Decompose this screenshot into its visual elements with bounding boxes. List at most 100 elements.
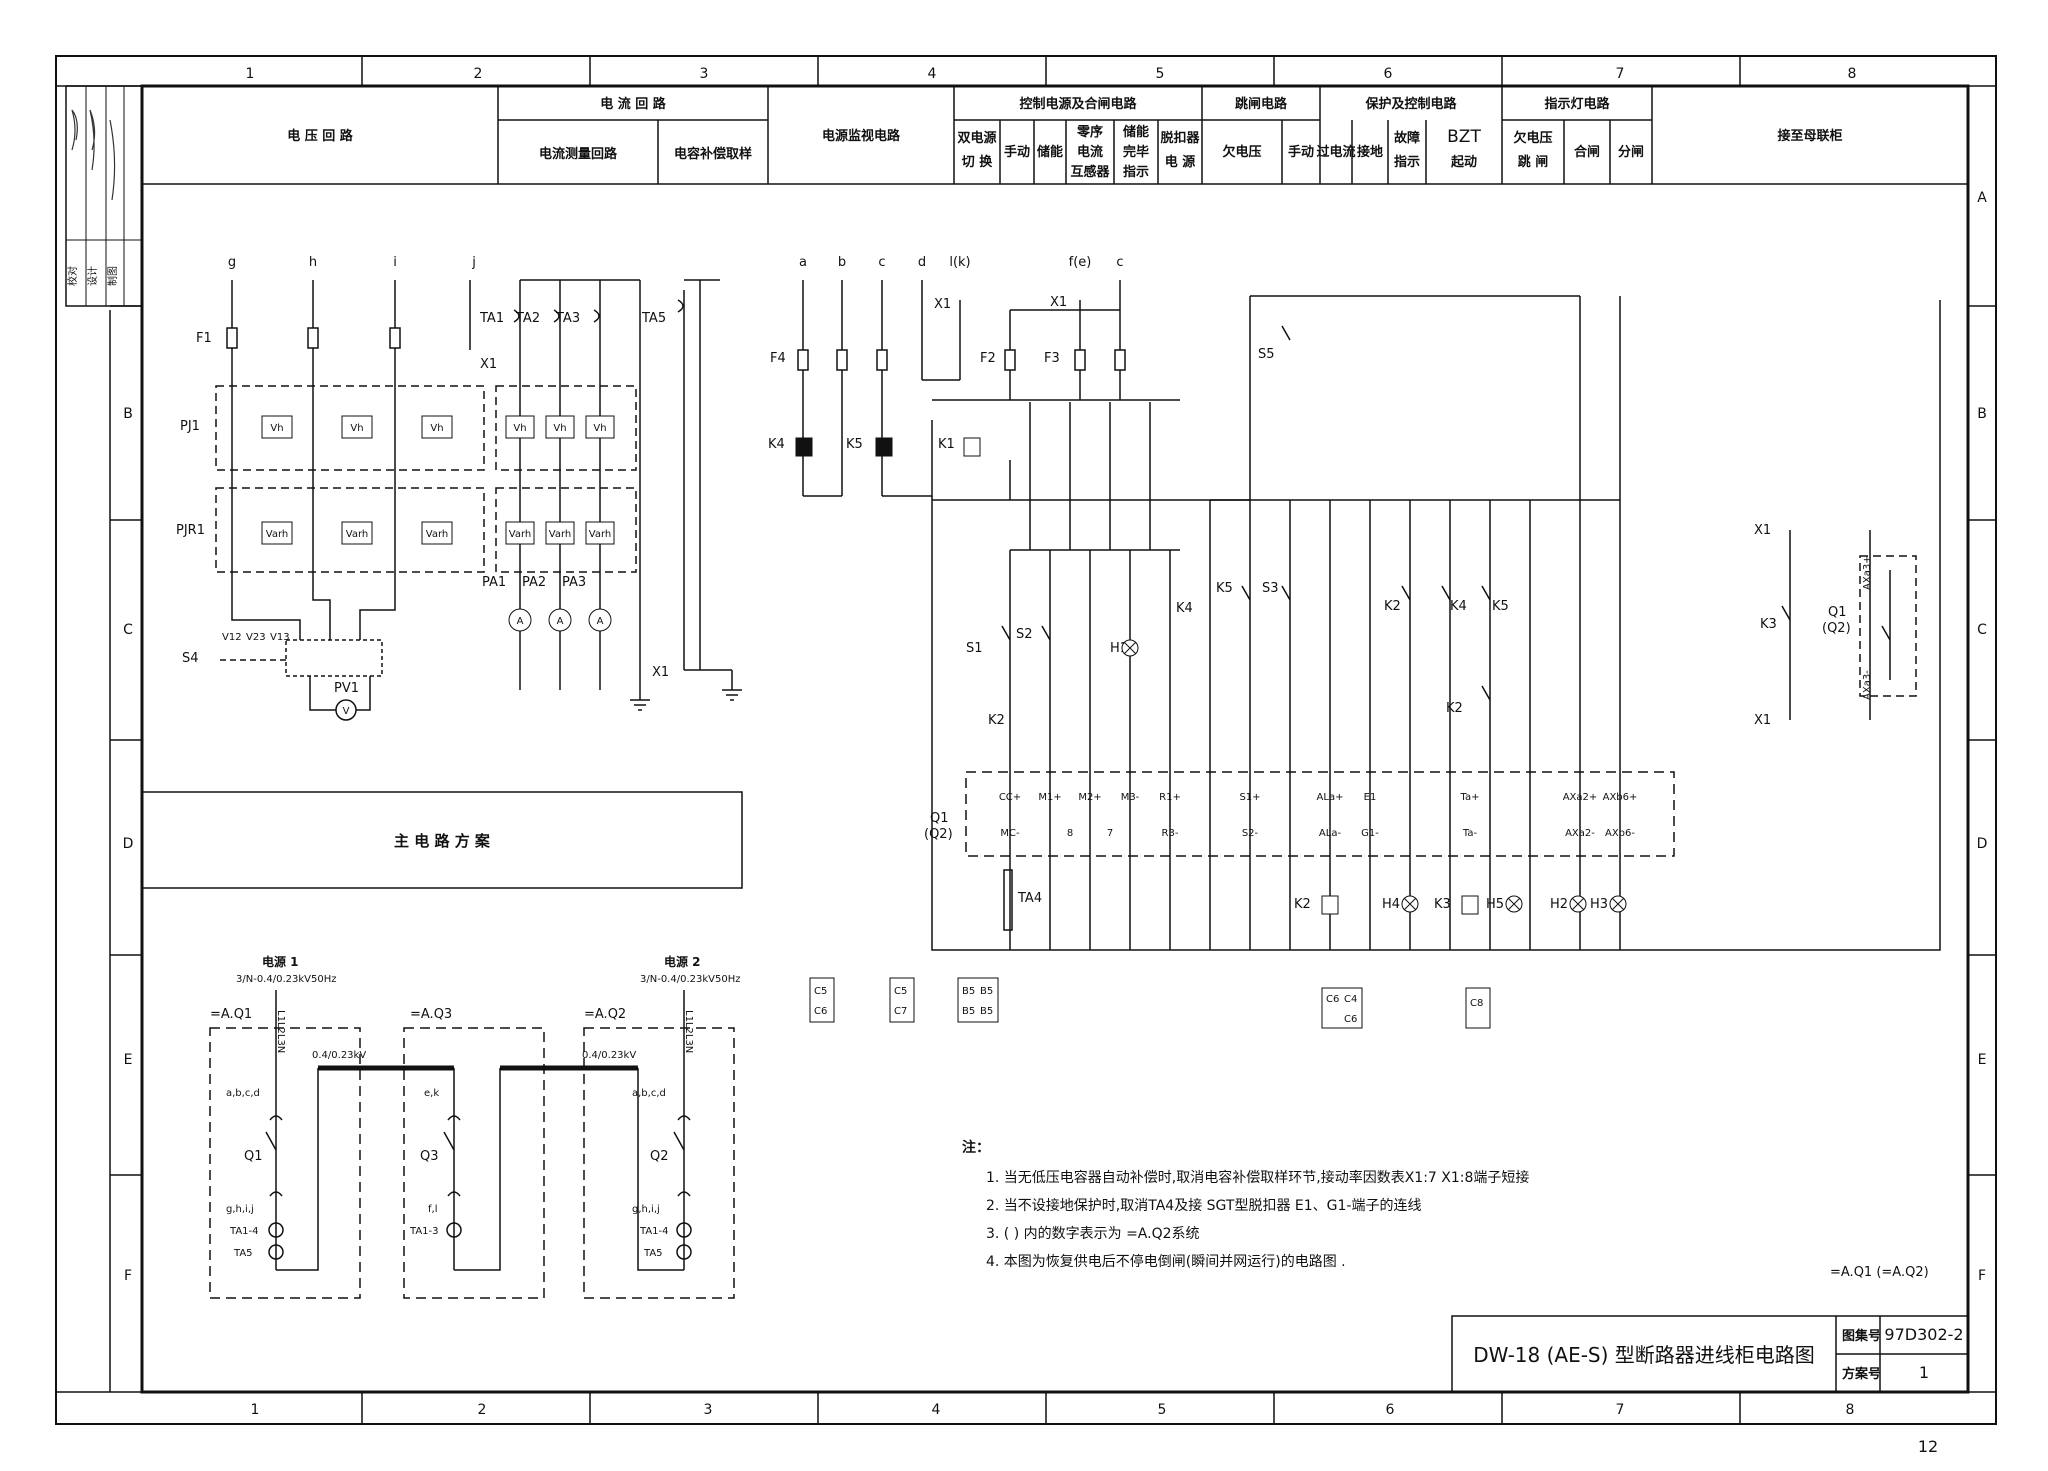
col-label-5: 5	[1156, 66, 1165, 82]
note-4: 4. 本图为恢复供电后不停电倒闸(瞬间并网运行)的电路图 .	[986, 1253, 1346, 1270]
approval-check: 校对	[66, 266, 79, 286]
header-zero-seq-3: 互感器	[1070, 164, 1110, 180]
row-label-C: C	[1977, 622, 1987, 638]
aux-contact-blocks: C5 C6 C5 C7 B5 B5 B5 B5 C6 C4 C6 C8	[809, 977, 1491, 1029]
header-current-measure: 电流测量回路	[539, 146, 618, 162]
terminal-s1-plus: S1+	[1239, 792, 1260, 803]
atlas-number: 97D302-2	[1884, 1325, 1963, 1344]
ammeter: A	[548, 608, 572, 632]
label-K1: K1	[938, 437, 955, 452]
bus-voltage-2: 0.4/0.23kV	[582, 1050, 636, 1061]
vh-label: Vh	[553, 423, 566, 434]
vh-label: Vh	[270, 423, 283, 434]
label-S4: S4	[182, 651, 199, 666]
relay-k4-coil	[795, 437, 813, 457]
label-X1-tie-bot: X1	[1754, 713, 1771, 728]
label-F2: F2	[980, 351, 996, 366]
header-zero-seq-1: 零序	[1076, 124, 1103, 140]
header-uv-trip-1: 欠电压	[1513, 130, 1552, 146]
label-fl: f,l	[428, 1204, 437, 1215]
header-manual-1: 手动	[1004, 144, 1030, 160]
header-undervoltage: 欠电压	[1222, 144, 1261, 160]
col-label-2-bottom: 2	[478, 1402, 487, 1418]
phase-label-g: g	[228, 255, 236, 270]
outer-frame	[55, 55, 1997, 1425]
label-PJR1: PJR1	[176, 523, 205, 538]
approval-block: 校对 设计 制图	[65, 85, 143, 307]
label-S3: S3	[1262, 581, 1279, 596]
col-label-1: 1	[246, 66, 255, 82]
l123n-2: L1L2L3N	[683, 1010, 694, 1053]
header-table	[142, 86, 1968, 185]
lamp-h1	[1121, 639, 1139, 657]
terminal-cc-plus: CC+	[999, 792, 1021, 803]
page-number: 12	[1918, 1437, 1938, 1456]
vh-meter: Vh	[341, 415, 373, 439]
relay-k2-coil	[1321, 895, 1339, 915]
inner-frame	[140, 84, 1970, 1394]
label-ta14-2: TA1-4	[639, 1226, 669, 1237]
label-Q1-main: Q1	[244, 1149, 263, 1164]
header-cap-comp: 电容补偿取样	[674, 146, 752, 162]
label-Q2-tie: (Q2)	[1822, 621, 1851, 636]
notes-title: 注：	[962, 1139, 990, 1156]
label-X1-left: X1	[480, 357, 497, 372]
varh-meter: Varh	[505, 521, 535, 545]
header-release-1: 脱扣器	[1160, 130, 1200, 146]
label-TA5: TA5	[641, 311, 666, 326]
label-ghij-1: g,h,i,j	[226, 1204, 254, 1215]
terminal-r1-plus: R1+	[1159, 792, 1181, 803]
varh-meter: Varh	[341, 521, 373, 545]
terminal-axa2-minus: AXa2-	[1565, 828, 1595, 839]
row-label-B-left: B	[123, 406, 133, 422]
header-power-monitor: 电源监视电路	[822, 128, 901, 144]
terminal-m2-plus: M2+	[1078, 792, 1101, 803]
label-Q3-main: Q3	[420, 1149, 439, 1164]
aux-c4: C4	[1344, 994, 1357, 1005]
scheme-label: 方案号	[1842, 1366, 1881, 1382]
header-trip: 跳闸电路	[1235, 96, 1288, 112]
lamp-h2	[1569, 895, 1587, 913]
voltage-circuit-wiring	[215, 280, 637, 711]
label-K3-tie: K3	[1760, 617, 1777, 632]
label-K3-coil: K3	[1434, 897, 1451, 912]
source-1-spec: 3/N-0.4/0.23kV50Hz	[236, 974, 336, 985]
vh-meter: Vh	[505, 415, 535, 439]
scheme-number: 1	[1919, 1363, 1929, 1382]
aux-b5-1: B5	[962, 986, 975, 997]
label-F1: F1	[196, 331, 212, 346]
label-ta14-1: TA1-4	[229, 1226, 259, 1237]
label-ta5-1: TA5	[233, 1248, 253, 1259]
header-close: 合闸	[1574, 144, 1600, 160]
header-dual-switch-1: 双电源	[957, 130, 996, 146]
row-label-E: E	[1978, 1052, 1987, 1068]
label-H2: H2	[1550, 897, 1568, 912]
label-H5: H5	[1486, 897, 1504, 912]
label-abcd-2: a,b,c,d	[632, 1088, 666, 1099]
row-label-E-left: E	[124, 1052, 133, 1068]
relay-coils	[795, 437, 1479, 915]
label-TA2: TA2	[515, 311, 540, 326]
col-label-4: 4	[928, 66, 937, 82]
ammeter: A	[508, 608, 532, 632]
main-circuit-diagram	[209, 990, 735, 1299]
ammeter: A	[588, 608, 612, 632]
drawing-title: DW-18 (AE-S) 型断路器进线柜电路图	[1473, 1343, 1815, 1367]
label-PA1: PA1	[482, 575, 506, 590]
terminal-g1-minus: G1-	[1361, 828, 1379, 839]
label-AQ3: =A.Q3	[410, 1007, 452, 1022]
label-H4: H4	[1382, 897, 1400, 912]
header-fault-1: 故障	[1394, 130, 1420, 146]
phase-label-b: b	[838, 255, 846, 270]
varh-meter: Varh	[421, 521, 453, 545]
terminal-mc-minus: MC-	[1000, 828, 1020, 839]
label-S1: S1	[966, 641, 983, 656]
varh-label: Varh	[346, 529, 368, 540]
lamp-h4	[1401, 895, 1419, 913]
varh-label: Varh	[509, 529, 531, 540]
aux-c8: C8	[1470, 998, 1483, 1009]
label-S5: S5	[1258, 347, 1275, 362]
header-bzt: BZT	[1447, 127, 1481, 147]
aux-c6b: C6	[1326, 994, 1339, 1005]
